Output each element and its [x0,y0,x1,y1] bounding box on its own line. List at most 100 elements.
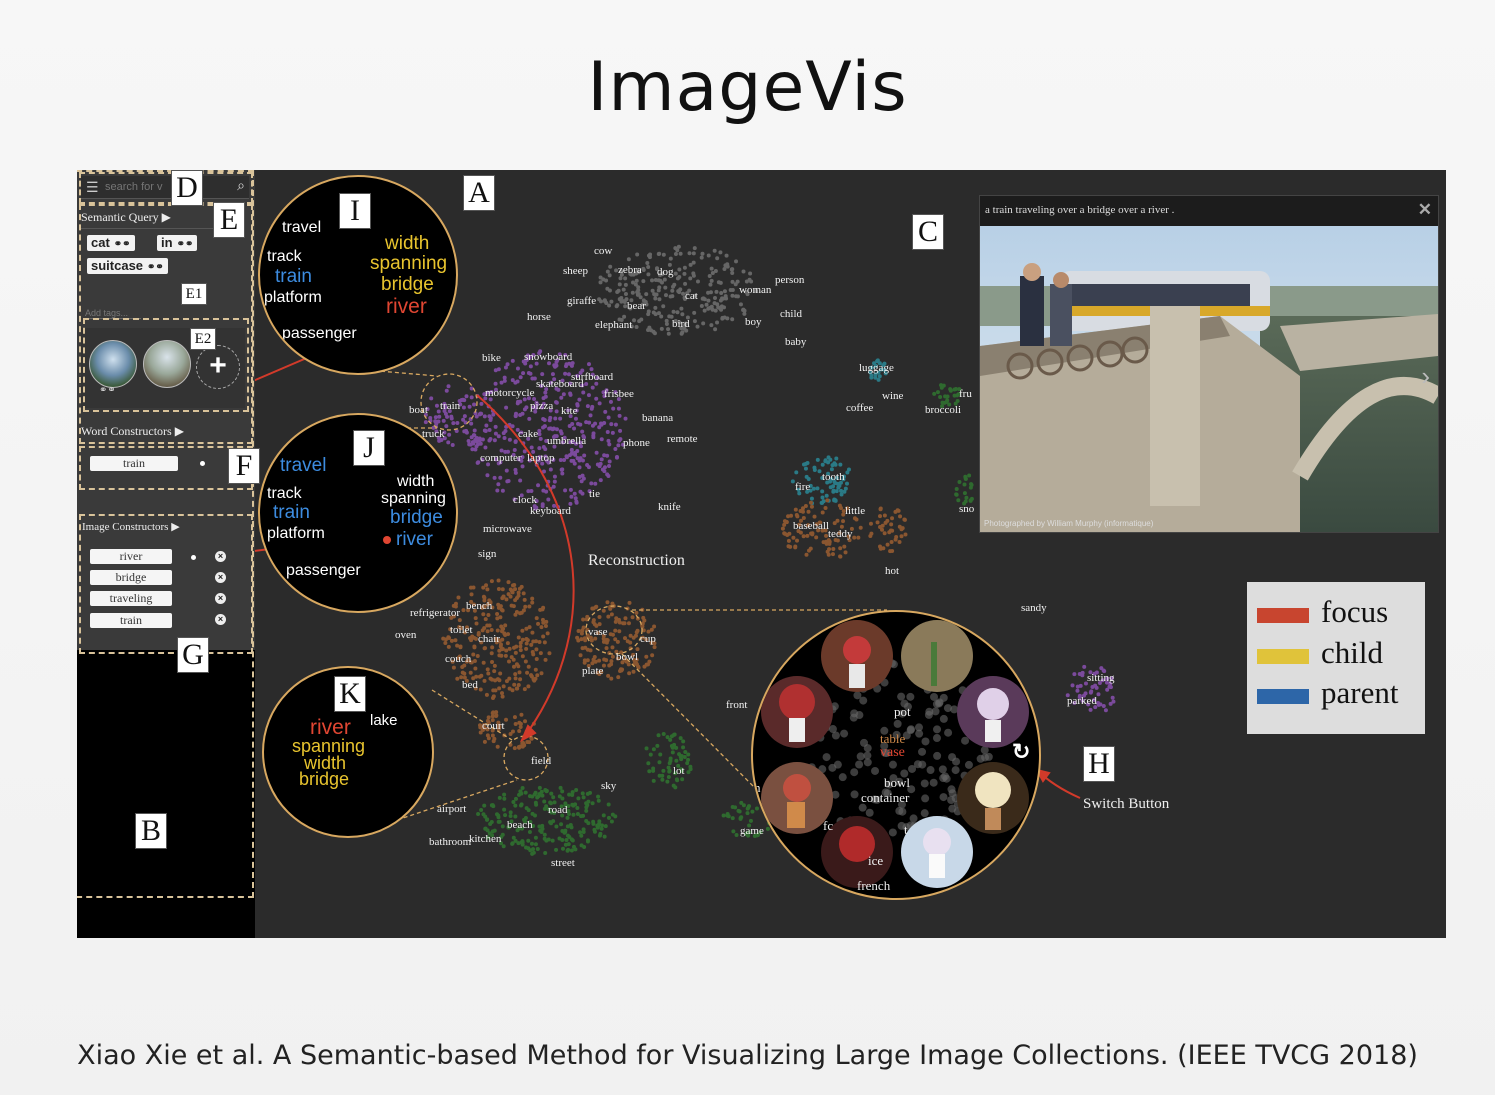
map-word[interactable]: baseball [793,520,830,532]
map-word[interactable]: zebra [618,264,642,276]
map-word[interactable]: refrigerator [410,607,461,619]
map-word[interactable]: banana [642,412,674,424]
map-word[interactable]: broccoli [925,404,962,416]
map-word[interactable]: microwave [483,523,532,535]
map-word[interactable]: elephant [595,319,633,331]
map-word[interactable]: frisbee [604,388,634,400]
map-word[interactable]: pizza [530,400,554,412]
query-tag-cat[interactable]: cat⚭⚭ [87,235,135,251]
image-constructor-item[interactable]: river [90,549,172,564]
map-word[interactable]: airport [437,803,467,815]
map-word[interactable]: child [780,308,802,320]
query-image-thumbnail[interactable] [143,340,191,388]
close-icon[interactable]: ✕ [1417,200,1432,219]
map-word[interactable]: dog [657,266,674,278]
map-word[interactable]: luggage [859,362,894,374]
search-icon[interactable]: ⌕ [237,177,245,193]
map-word[interactable]: fire [795,481,811,493]
map-word[interactable]: tooth [822,471,845,483]
image-constructor-item[interactable]: bridge [90,570,172,585]
constructor-dot[interactable] [191,555,196,560]
lens-h[interactable]: pot table vase bowl container ice french… [751,610,1041,900]
map-word[interactable]: sheep [563,265,589,277]
map-word[interactable]: cow [594,245,613,257]
map-word[interactable]: surfboard [571,371,614,383]
map-word[interactable]: bird [672,318,690,330]
map-word[interactable]: snowboard [524,351,573,363]
map-word[interactable]: phone [623,437,650,449]
link-icon[interactable]: ⚭⚭ [147,262,164,273]
map-word[interactable]: skateboard [536,378,584,390]
map-word[interactable]: kitchen [469,833,502,845]
map-word[interactable]: bowl [616,651,638,663]
map-word[interactable]: fru [959,388,972,400]
map-word[interactable]: wine [882,390,904,402]
map-word[interactable]: hot [885,565,900,577]
map-word[interactable]: teddy [828,528,853,540]
link-icon[interactable]: ⚭⚭ [113,239,131,250]
lens-h-image-ring[interactable] [753,612,1039,898]
query-tag-in[interactable]: in⚭⚭ [157,235,198,251]
map-word[interactable]: boat [409,404,428,416]
map-word[interactable]: laptop [527,452,555,464]
map-word[interactable]: sign [478,548,497,560]
map-word[interactable]: person [775,274,805,286]
map-word[interactable]: sky [601,780,617,792]
map-word[interactable]: bike [482,352,501,364]
map-word[interactable]: clock [513,494,537,506]
remove-icon[interactable]: × [215,593,226,604]
menu-icon[interactable]: ☰ [86,179,99,195]
word-constructor-item[interactable]: train [90,456,178,471]
switch-button-icon[interactable]: ↻ [1012,739,1031,764]
map-word[interactable]: baby [785,336,807,348]
remove-icon[interactable]: × [215,572,226,583]
map-word[interactable]: oven [395,629,417,641]
map-word[interactable]: motorcycle [485,387,535,399]
map-word[interactable]: horse [527,311,551,323]
map-word[interactable]: toilet [450,624,473,636]
map-word[interactable]: coffee [846,402,874,414]
add-image-button[interactable]: + [196,345,240,389]
map-word[interactable]: parked [1067,695,1097,707]
map-word[interactable]: sandy [1021,602,1047,614]
image-constructor-item[interactable]: train [90,613,172,628]
semantic-query-header[interactable]: Semantic Query ▶ [81,210,171,224]
map-word[interactable]: front [726,699,748,711]
map-word[interactable]: plate [582,665,604,677]
map-word[interactable]: cat [685,290,698,302]
map-word[interactable]: sitting [1087,672,1115,684]
map-word[interactable]: field [531,755,552,767]
map-word[interactable]: boy [745,316,762,328]
map-word[interactable]: lot [673,765,685,777]
map-word[interactable]: chair [478,633,500,645]
bridge-photo[interactable]: Photographed by William Murphy (informat… [980,226,1438,532]
chevron-right-icon[interactable]: › [1421,361,1430,391]
map-word[interactable]: bed [462,679,478,691]
image-constructor-item[interactable]: traveling [90,591,172,606]
query-image-thumbnail[interactable] [89,340,137,388]
link-icon[interactable]: ⚭⚭ [99,385,116,396]
map-word[interactable]: computer [480,452,522,464]
map-word[interactable]: train [440,400,461,412]
map-word[interactable]: game [740,825,764,837]
map-word[interactable]: cake [518,428,539,440]
map-word[interactable]: umbrella [547,435,587,447]
map-word[interactable]: kite [561,405,578,417]
constructor-dot[interactable] [200,461,205,466]
map-word[interactable]: couch [445,653,472,665]
word-constructors-header[interactable]: Word Constructors ▶ [81,424,184,438]
map-word[interactable]: bathroom [429,836,472,848]
map-word[interactable]: street [551,857,575,869]
map-word[interactable]: keyboard [530,505,571,517]
map-word[interactable]: remote [667,433,698,445]
map-word[interactable]: cup [640,633,656,645]
link-icon[interactable]: ⚭⚭ [176,239,194,250]
map-word[interactable]: sno [959,503,975,515]
map-word[interactable]: bear [627,300,646,312]
map-word[interactable]: truck [422,428,445,440]
remove-icon[interactable]: × [215,551,226,562]
map-word[interactable]: woman [739,284,772,296]
image-constructors-header[interactable]: Image Constructors ▶ [82,521,180,533]
map-word[interactable]: road [548,804,568,816]
map-word[interactable]: tie [589,488,600,500]
